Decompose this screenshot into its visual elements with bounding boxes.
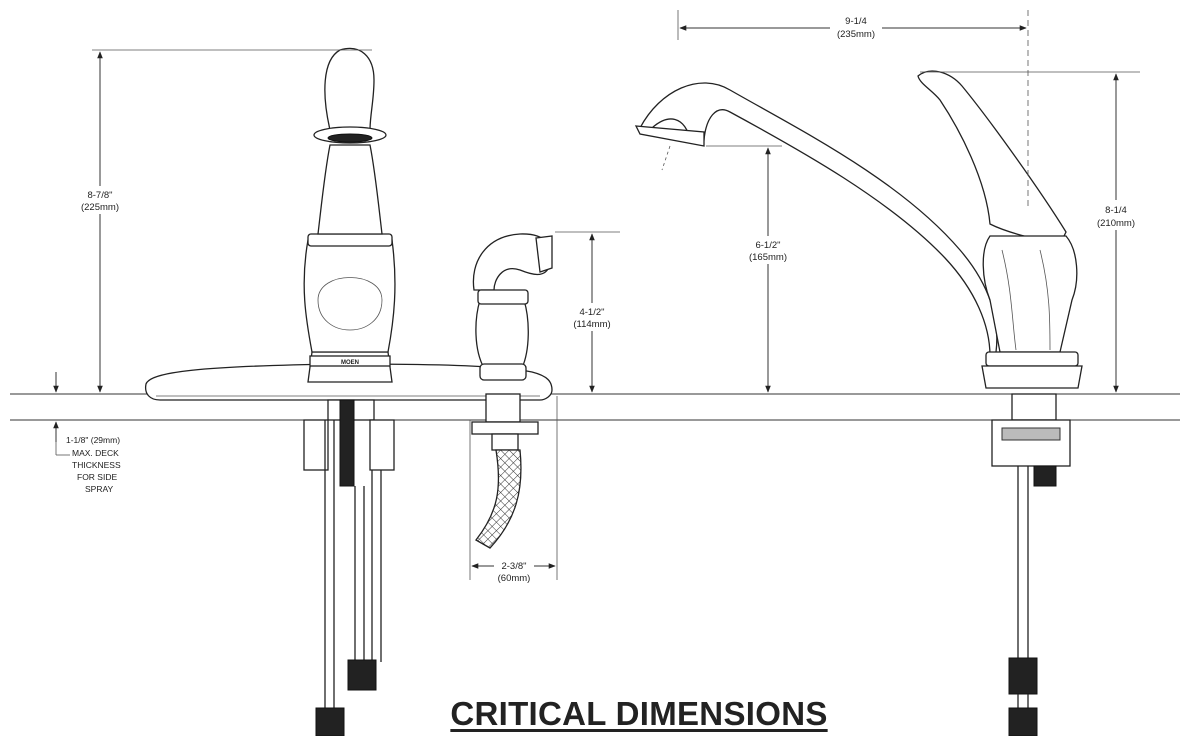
faucet-body-loop <box>317 277 383 331</box>
faucet-brand-band <box>309 355 391 367</box>
spray-head-face <box>327 133 373 143</box>
faucet-side-body <box>982 235 1078 353</box>
side-spray-collar <box>477 289 529 305</box>
mount-clip-left <box>303 419 329 471</box>
faucet-height-imperial: 8-7/8" <box>87 190 112 201</box>
faucet-height-metric: (225mm) <box>81 202 119 213</box>
side-mount-bracket <box>991 419 1071 467</box>
side-fitting <box>1033 465 1057 487</box>
side-faucet-view <box>634 70 1083 737</box>
handle-height-metric: (210mm) <box>1097 218 1135 229</box>
deck-note-line5: SPRAY <box>85 484 114 494</box>
spray-width-metric: (60mm) <box>498 573 531 584</box>
faucet-height-dimension: 8-7/8" (225mm) <box>64 49 372 393</box>
spray-width-label-bg <box>494 558 534 586</box>
handle-height-dimension: 8-1/4 (210mm) <box>920 71 1142 393</box>
side-supply-nut-upper <box>1008 657 1038 695</box>
side-spray-shank <box>485 393 521 423</box>
spout-reach-metric: (235mm) <box>837 29 875 40</box>
supply-nut-right <box>347 659 377 691</box>
spray-label-bg <box>562 303 626 331</box>
spray-height-dimension: 4-1/2" (114mm) <box>555 231 626 393</box>
side-base <box>981 365 1083 389</box>
page-title: CRITICAL DIMENSIONS <box>450 695 828 732</box>
side-spray-fitting <box>491 433 519 451</box>
spray-width-dimension: 2-3/8" (60mm) <box>469 396 558 586</box>
side-spray-base <box>479 363 527 381</box>
water-stream <box>661 145 671 171</box>
brand-mark: MOEN <box>341 360 359 366</box>
side-mount-nut <box>1001 427 1061 441</box>
deck-note-line4: FOR SIDE <box>77 472 117 482</box>
side-supply-nut-lower <box>1008 707 1038 737</box>
handle-label-bg <box>1090 200 1142 230</box>
spray-head <box>324 47 375 131</box>
threaded-shank <box>339 399 355 487</box>
spray-height-imperial: 4-1/2" <box>579 307 604 318</box>
spout-reach-dimension: 9-1/4 (235mm) <box>677 10 1029 148</box>
side-spray-nozzle <box>535 235 553 273</box>
spout-clearance-metric: (165mm) <box>749 252 787 263</box>
spout-aerator <box>634 125 705 147</box>
label-bg <box>64 186 134 214</box>
side-spray-hose <box>475 449 522 549</box>
spray-height-metric: (114mm) <box>573 319 610 330</box>
spout-reach-imperial: 9-1/4 <box>845 16 867 27</box>
side-spray-nut <box>471 421 539 435</box>
deck-note-line3: THICKNESS <box>72 460 121 470</box>
reach-label-bg <box>830 14 882 44</box>
faucet-handle <box>917 70 1067 245</box>
deck-thickness-note: 1-1/8" (29mm) MAX. DECK THICKNESS FOR SI… <box>53 372 121 494</box>
faucet-body-ring <box>307 233 393 247</box>
handle-height-imperial: 8-1/4 <box>1105 205 1127 216</box>
spray-width-imperial: 2-3/8" <box>501 561 526 572</box>
side-shank <box>1011 393 1057 421</box>
spout-clearance-dimension: 6-1/2" (165mm) <box>706 145 800 393</box>
side-spray <box>471 233 553 549</box>
side-collar <box>985 351 1079 367</box>
clearance-label-bg <box>738 236 800 264</box>
faucet-neck <box>317 144 383 235</box>
spout <box>639 82 998 358</box>
supply-nut-left <box>315 707 345 737</box>
front-faucet-view: MOEN <box>144 47 553 737</box>
spout-clearance-imperial: 6-1/2" <box>755 240 780 251</box>
deck-note-line2: MAX. DECK <box>72 448 119 458</box>
body-contour-1 <box>1001 249 1017 351</box>
body-contour-2 <box>1039 249 1051 351</box>
mount-clip-right <box>369 419 395 471</box>
deck-note-line1: 1-1/8" (29mm) <box>66 435 120 445</box>
side-spray-handle <box>475 299 529 369</box>
